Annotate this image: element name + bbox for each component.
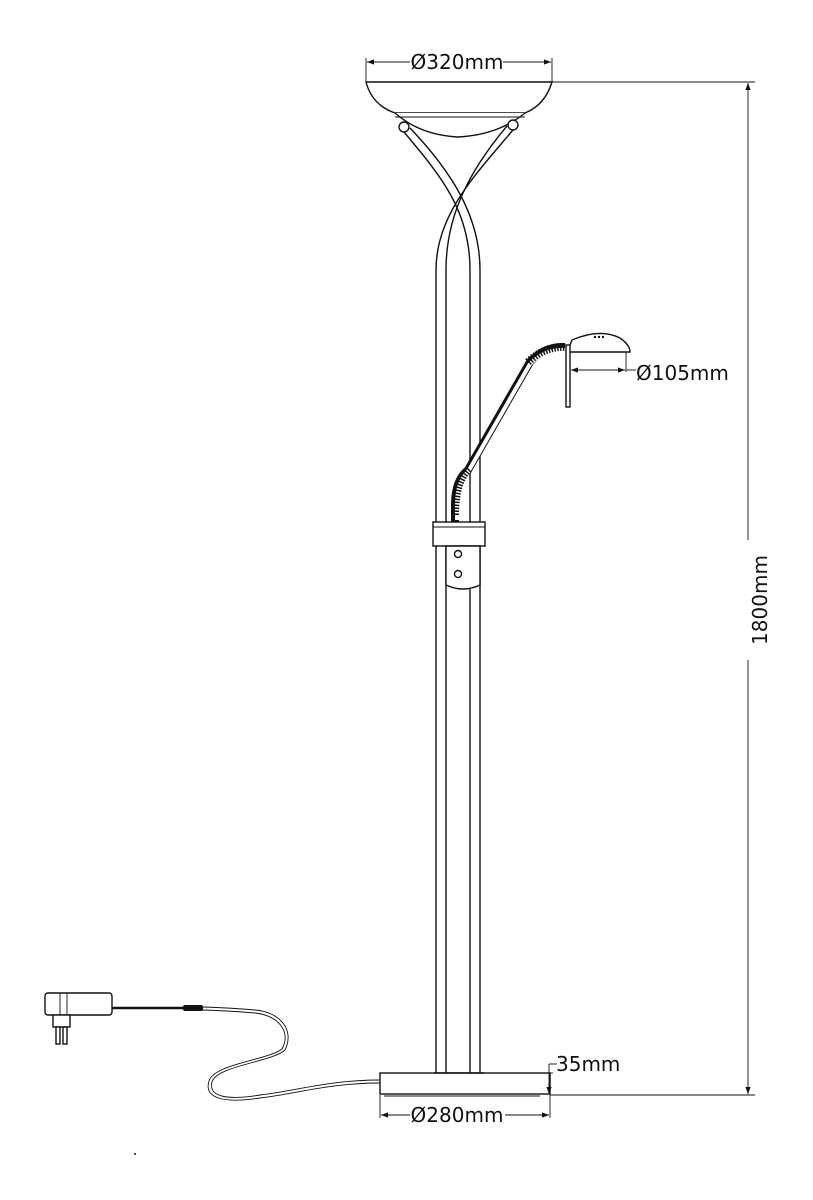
base-height-label: 35mm [556, 1052, 620, 1076]
cord-switch [183, 1005, 203, 1011]
shade-support-arms [403, 125, 514, 271]
reading-head [565, 332, 631, 408]
dimension-shade [365, 58, 553, 82]
dimension-base [379, 1095, 551, 1118]
reading-arm [451, 342, 566, 522]
base-diameter-label: Ø280mm [411, 1103, 504, 1127]
total-height-label: 1800mm [748, 555, 772, 645]
dimension-reading-head [571, 352, 636, 373]
stray-dot [134, 1153, 136, 1155]
power-adapter-icon [44, 992, 113, 1045]
dimension-height [550, 81, 755, 1096]
uplighter-shade [365, 81, 553, 138]
switch-dot-icon [453, 549, 463, 559]
power-cord [112, 1005, 381, 1101]
arm-collar [432, 521, 486, 590]
reading-head-diameter-label: Ø105mm [636, 361, 729, 385]
dimension-base-height [546, 1063, 557, 1094]
lamp-base [379, 1072, 551, 1097]
shade-diameter-label: Ø320mm [411, 50, 504, 74]
switch-dot-icon [453, 569, 463, 579]
lamp-poles [435, 270, 481, 1073]
